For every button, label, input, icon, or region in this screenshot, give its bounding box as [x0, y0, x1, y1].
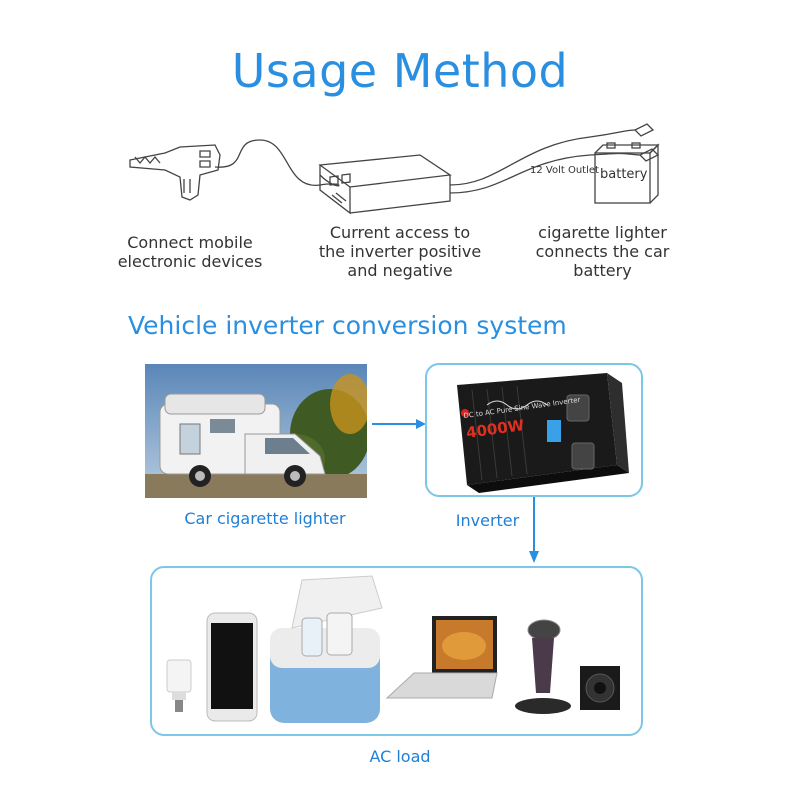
cooler-icon	[270, 575, 383, 723]
car-label: Car cigarette lighter	[184, 509, 346, 528]
outlet-label: 12 Volt Outlet	[530, 165, 599, 176]
inverter-label: Inverter	[455, 511, 520, 530]
page-title: Usage Method	[231, 44, 569, 98]
battery-icon	[594, 142, 660, 204]
caption-devices: Connect mobile electronic devices	[117, 233, 263, 271]
inverter-photo	[457, 373, 629, 493]
laptop-icon	[385, 616, 498, 699]
inverter-sketch-icon	[318, 154, 452, 215]
arrow-down-icon	[529, 497, 539, 563]
shaver-icon	[515, 619, 571, 714]
smartphone-icon	[206, 612, 258, 722]
speaker-icon	[580, 666, 620, 710]
ac-load-devices	[166, 575, 620, 723]
ac-load-label: AC load	[369, 747, 431, 766]
battery-label: battery	[600, 167, 648, 182]
drill-icon	[129, 144, 221, 201]
caption-inverter: Current access to the inverter positive …	[318, 223, 482, 280]
motorhome-photo	[145, 364, 367, 498]
arrow-right-icon	[372, 419, 426, 429]
caption-lighter: cigarette lighter connects the car batte…	[535, 223, 670, 280]
inverter-box	[425, 363, 643, 497]
section-title: Vehicle inverter conversion system	[128, 311, 567, 340]
usage-wiring-diagram	[129, 123, 660, 215]
light-bulb-icon	[166, 659, 192, 712]
ac-load-box	[150, 566, 643, 736]
